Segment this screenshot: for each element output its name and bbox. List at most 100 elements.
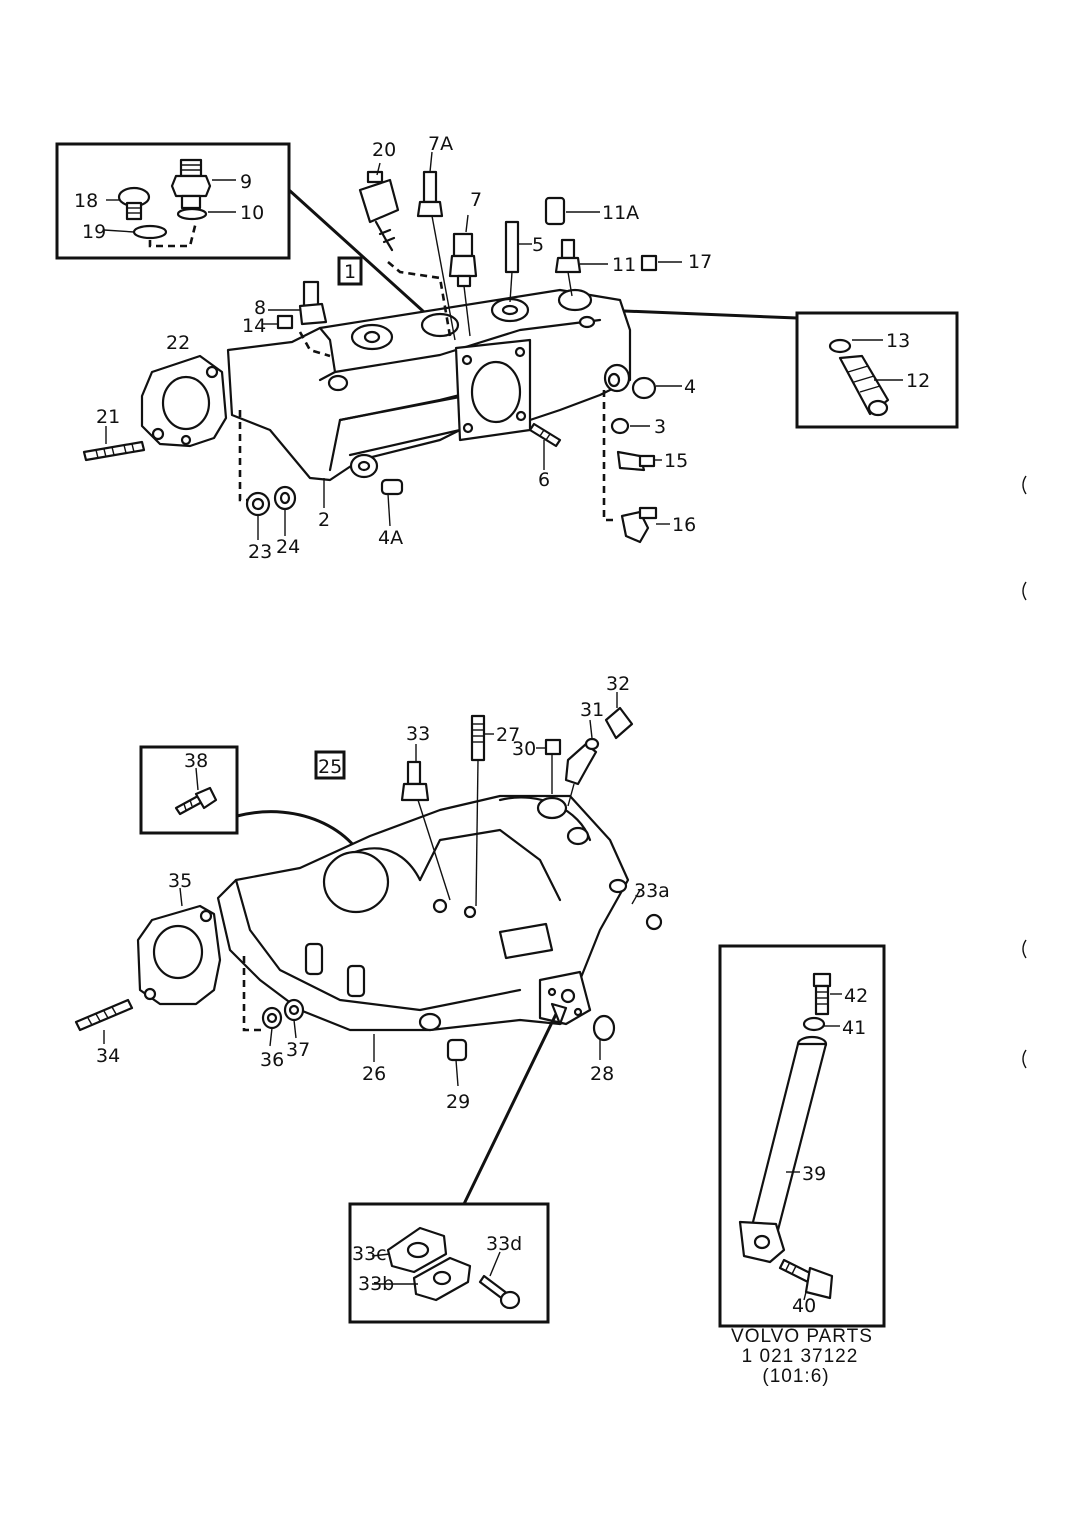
label-10: 10 — [240, 202, 264, 224]
label-38: 38 — [184, 750, 208, 772]
part-11-fitting — [554, 238, 582, 274]
part-9-union — [170, 158, 212, 210]
part-39-pipe — [738, 1035, 828, 1264]
label-7a: 7A — [428, 133, 453, 155]
label-20: 20 — [372, 139, 396, 161]
part-11a-cap — [544, 196, 566, 226]
part-10-washer — [176, 207, 208, 221]
label-9: 9 — [240, 171, 252, 193]
label-33d: 33d — [486, 1233, 522, 1255]
label-35: 35 — [168, 870, 192, 892]
part-34-stud — [74, 998, 134, 1032]
part-17-plug — [640, 254, 658, 272]
part-7a-sensor — [416, 170, 444, 218]
part-33c-plate — [386, 1226, 448, 1274]
label-36: 36 — [260, 1049, 284, 1071]
label-7: 7 — [470, 189, 482, 211]
label-33c: 33c — [352, 1243, 387, 1265]
part-5-pin — [504, 220, 520, 274]
part-32-cap — [604, 706, 634, 740]
label-1: 1 — [344, 261, 356, 283]
detail-box-9-10-18-19 — [55, 142, 291, 260]
part-4-nut — [631, 376, 657, 400]
label-39: 39 — [802, 1163, 826, 1185]
detail-box-12-13 — [795, 311, 959, 429]
label-18: 18 — [74, 190, 98, 212]
part-38-bolt — [174, 786, 218, 816]
label-31: 31 — [580, 699, 604, 721]
part-35-gasket — [136, 904, 222, 1006]
label-15: 15 — [664, 450, 688, 472]
part-19-washer — [132, 224, 168, 240]
label-5: 5 — [532, 234, 544, 256]
label-26: 26 — [362, 1063, 386, 1085]
part-4a-plug — [380, 478, 404, 496]
label-8: 8 — [254, 297, 266, 319]
label-13: 13 — [886, 330, 910, 352]
label-16: 16 — [672, 514, 696, 536]
part-15-connector — [616, 450, 656, 472]
label-33: 33 — [406, 723, 430, 745]
footer-brand: VOLVO PARTS — [731, 1326, 873, 1347]
label-21: 21 — [96, 406, 120, 428]
part-20-sender — [358, 170, 400, 252]
part-12-sensor — [838, 354, 890, 417]
label-33b: 33b — [358, 1273, 394, 1295]
assembly-ref-box-1 — [337, 256, 363, 286]
footer-part-number: 1 021 37122 — [742, 1346, 859, 1367]
margin-marks — [1022, 475, 1027, 1069]
label-29: 29 — [446, 1091, 470, 1113]
label-42: 42 — [844, 985, 868, 1007]
label-25: 25 — [318, 756, 342, 778]
label-22: 22 — [166, 332, 190, 354]
lower-manifold-assembly — [74, 692, 886, 1328]
label-33a: 33a — [634, 880, 670, 902]
label-41: 41 — [842, 1017, 866, 1039]
part-31-elbow — [564, 737, 600, 786]
label-12: 12 — [906, 370, 930, 392]
label-2: 2 — [318, 509, 330, 531]
part-33-sensor — [400, 760, 430, 802]
manifold-body-1 — [226, 288, 632, 482]
part-30-plug — [544, 738, 562, 756]
label-17: 17 — [688, 251, 712, 273]
label-37: 37 — [286, 1039, 310, 1061]
detail-box-39-42 — [718, 944, 886, 1328]
detail-box-38 — [139, 745, 239, 835]
part-27-stud — [470, 714, 486, 762]
part-33d-screw — [478, 1274, 521, 1310]
part-16-elbow — [620, 506, 658, 544]
part-29-plug — [446, 1038, 468, 1062]
part-13-washer — [828, 338, 852, 354]
parts-reference-footer: VOLVO PARTS 1 021 37122 (101:6) — [731, 1326, 873, 1387]
label-4a: 4A — [378, 527, 403, 549]
label-24: 24 — [276, 536, 300, 558]
part-3-washer — [610, 417, 630, 435]
label-30: 30 — [512, 738, 536, 760]
label-32: 32 — [606, 673, 630, 695]
label-34: 34 — [96, 1045, 120, 1067]
part-42-bolt — [812, 972, 832, 1016]
part-8-fitting — [298, 280, 328, 326]
label-4: 4 — [684, 376, 696, 398]
part-40-bolt — [778, 1258, 834, 1300]
part-18-plug — [117, 186, 151, 221]
detail-box-33b-33c-33d — [348, 1202, 550, 1324]
part-22-gasket — [140, 354, 228, 448]
label-11a: 11A — [602, 202, 639, 224]
part-labels: 20 7A 7 5 11A 11 17 9 18 10 19 1 8 14 22… — [74, 133, 930, 1317]
part-33b-gasket — [412, 1256, 472, 1302]
manifold-body-26 — [216, 794, 630, 1032]
label-6: 6 — [538, 469, 550, 491]
part-6-stud — [528, 422, 562, 448]
label-3: 3 — [654, 416, 666, 438]
label-11: 11 — [612, 254, 636, 276]
part-28-plug — [592, 1014, 616, 1042]
part-33a-screw — [645, 913, 663, 931]
label-19: 19 — [82, 221, 106, 243]
upper-manifold-assembly — [55, 142, 959, 544]
part-21-stud — [82, 440, 146, 462]
label-14: 14 — [242, 315, 266, 337]
footer-page-ref: (101:6) — [762, 1366, 829, 1387]
